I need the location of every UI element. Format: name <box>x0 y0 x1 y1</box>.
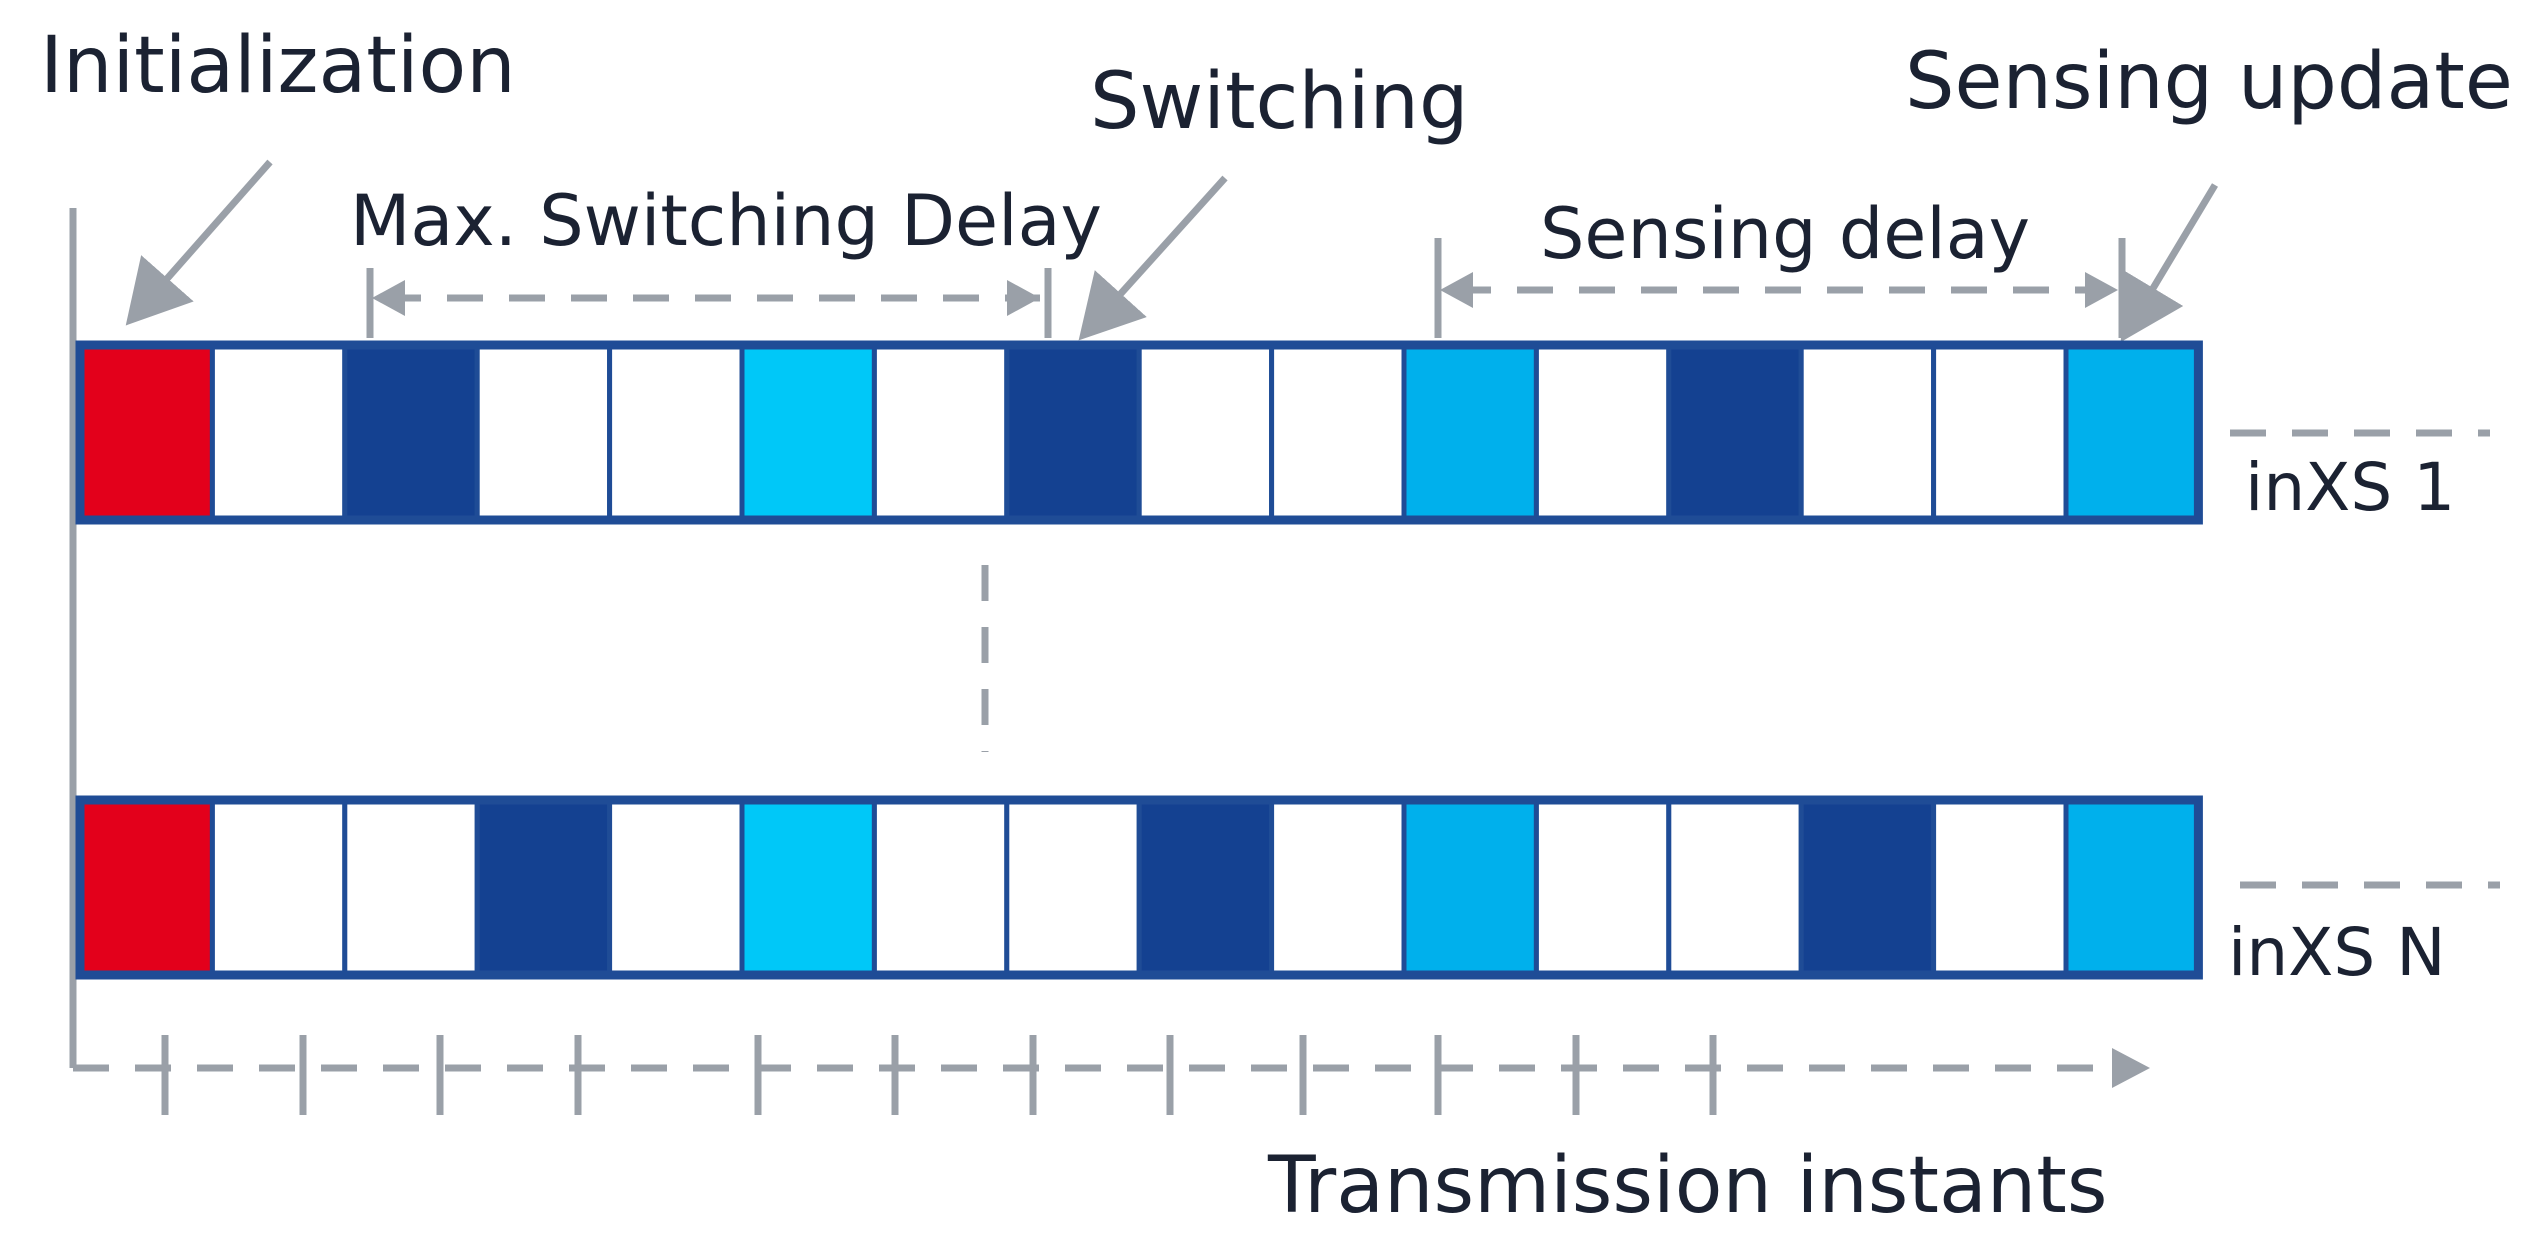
row-2-slot-11-sky <box>1401 797 1539 978</box>
row-label-inxs-1: inXS 1 <box>2245 449 2455 526</box>
row-2-slot-6-cyan <box>739 797 877 978</box>
row-1-outline <box>75 340 2203 525</box>
row-1-slot-13-navy <box>1666 342 1804 523</box>
row-1-slot-12-white <box>1533 342 1672 523</box>
row-label-inxs-n: inXS N <box>2228 914 2446 991</box>
sensing-update-label: Sensing update <box>1905 37 2513 127</box>
row-2-slot-7-white <box>871 797 1010 978</box>
row-2-slot-14-navy <box>1798 797 1937 978</box>
row-2-slot-4-navy <box>474 797 613 978</box>
switching-pointer-arrow <box>1078 175 1228 341</box>
sensing-update-pointer-arrow <box>2120 183 2219 343</box>
sensing-delay-left-arrowhead <box>1440 272 1473 308</box>
switching-delay-left-arrowhead <box>372 280 405 316</box>
row-2-slot-10-white <box>1269 797 1407 978</box>
row-2-slot-16-sky <box>2063 797 2201 978</box>
row-2-slot-3-white <box>342 797 480 978</box>
row-1-slot-10-white <box>1269 342 1407 523</box>
row-2-slot-13-white <box>1666 797 1804 978</box>
slot-rows <box>75 340 2203 980</box>
transmission-instants-label: Transmission instants <box>1267 1141 2107 1231</box>
row-1-slot-9-white <box>1136 342 1275 523</box>
row-1-slot-7-white <box>871 342 1010 523</box>
initialization-label: Initialization <box>40 21 516 111</box>
switching-label: Switching <box>1090 57 1469 147</box>
transmission-axis-ticks <box>161 1035 1717 1115</box>
row-1-slot-2-white <box>209 342 348 523</box>
sensing-delay-label: Sensing delay <box>1540 193 2030 275</box>
row-2-slot-15-white <box>1931 797 2069 978</box>
row-2-slot-2-white <box>209 797 348 978</box>
switching-delay-right-arrowhead <box>1007 280 1040 316</box>
row-2-slot-5-white <box>607 797 745 978</box>
initialization-pointer-arrow <box>125 159 273 326</box>
row-1-slot-1-red <box>77 342 215 523</box>
transmission-axis-arrowhead <box>2112 1048 2150 1088</box>
row-1-slot-11-sky <box>1401 342 1539 523</box>
sensing-delay-right-arrowhead <box>2085 272 2118 308</box>
max-switching-delay-label: Max. Switching Delay <box>350 180 1102 262</box>
row-1-slot-6-cyan <box>739 342 877 523</box>
row-1-slot-8-navy <box>1004 342 1142 523</box>
row-2-slot-12-white <box>1533 797 1672 978</box>
row-1-slot-3-navy <box>342 342 480 523</box>
row-2-outline <box>75 795 2203 980</box>
row-1-slot-15-white <box>1931 342 2069 523</box>
row-2-slot-9-navy <box>1136 797 1275 978</box>
row-1-slot-4-white <box>474 342 613 523</box>
row-2-slot-1-red <box>77 797 215 978</box>
row-1-slot-5-white <box>607 342 745 523</box>
row-1-slot-16-sky <box>2063 342 2201 523</box>
row-1-slot-14-white <box>1798 342 1937 523</box>
row-2-slot-8-white <box>1004 797 1142 978</box>
